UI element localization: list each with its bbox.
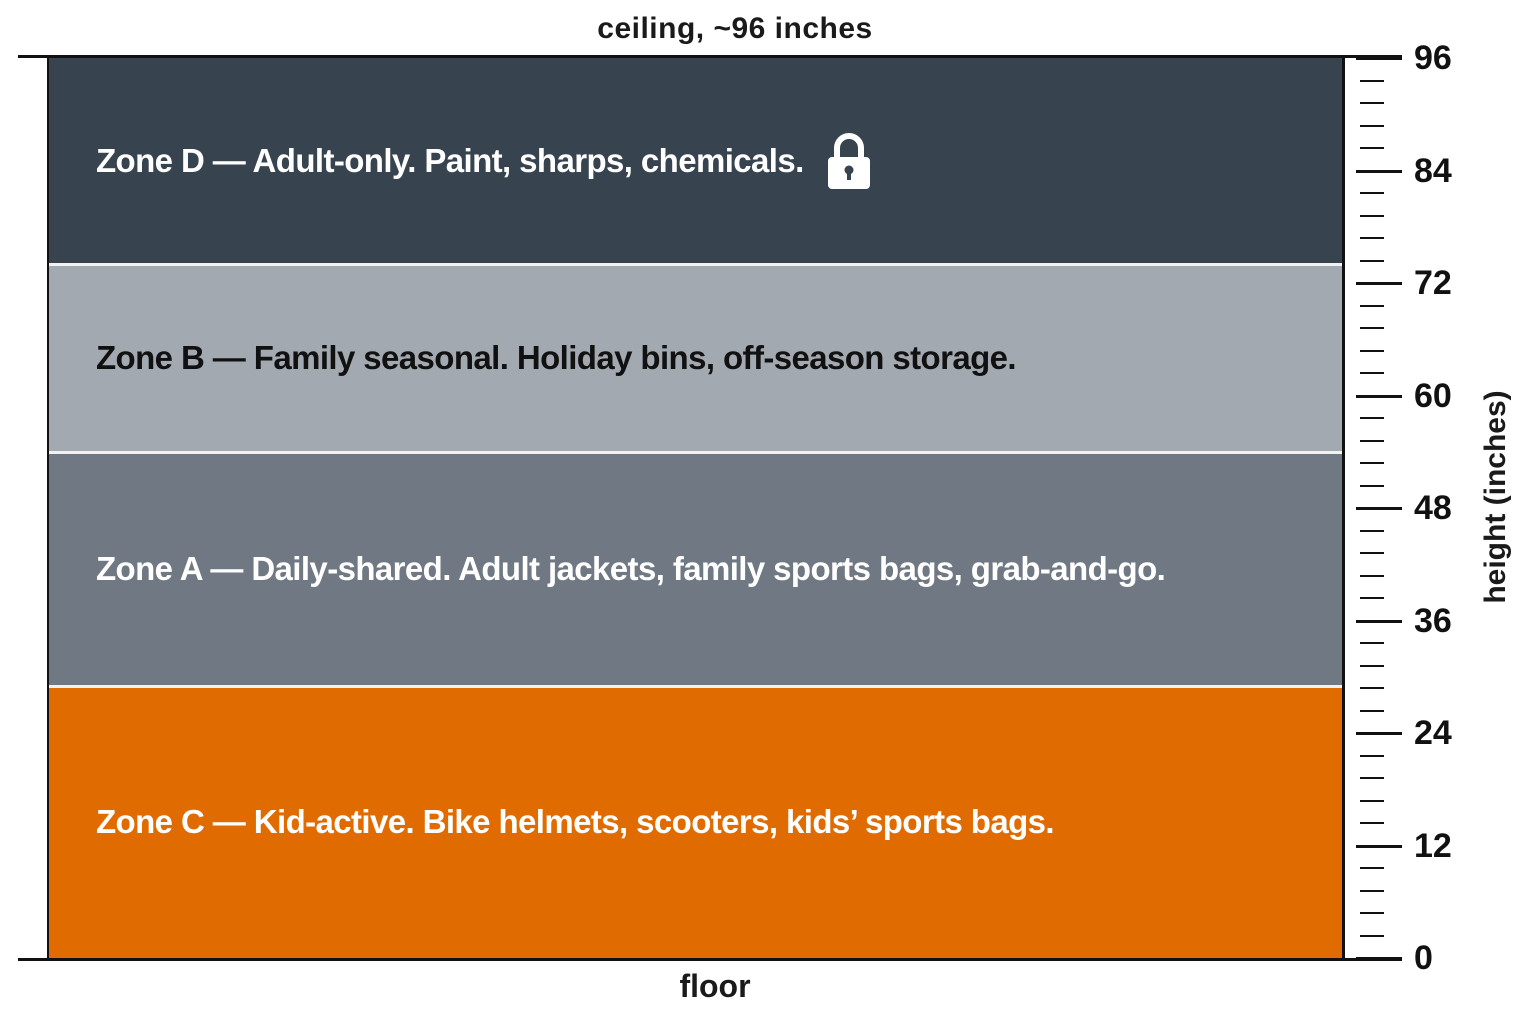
zone-divider	[49, 685, 1342, 689]
major-tick	[1356, 844, 1402, 848]
wall-left-edge	[47, 55, 50, 961]
minor-tick	[1360, 552, 1384, 554]
zone-a-label: Zone A — Daily-shared. Adult jackets, fa…	[96, 549, 1166, 588]
tick-label: 84	[1414, 151, 1452, 190]
tick-label: 96	[1414, 39, 1452, 77]
zone-c-label: Zone C — Kid-active. Bike helmets, scoot…	[96, 803, 1055, 841]
major-tick	[1356, 169, 1402, 173]
minor-tick	[1360, 642, 1384, 644]
minor-tick	[1360, 934, 1384, 937]
zone-b-label: Zone B — Family seasonal. Holiday bins, …	[96, 339, 1017, 377]
minor-tick	[1360, 912, 1384, 914]
minor-tick	[1360, 777, 1384, 779]
tick-label: 48	[1414, 489, 1452, 527]
ceiling-line	[18, 55, 1402, 58]
minor-tick	[1360, 889, 1384, 892]
minor-tick	[1360, 124, 1384, 127]
zone-b-label-text: Zone B — Family seasonal. Holiday bins, …	[96, 339, 1017, 376]
minor-tick	[1360, 687, 1384, 689]
minor-tick	[1360, 822, 1384, 824]
minor-tick	[1360, 192, 1384, 194]
minor-tick	[1360, 304, 1384, 307]
major-tick	[1356, 507, 1402, 510]
minor-tick	[1360, 372, 1384, 374]
minor-tick	[1360, 664, 1384, 667]
minor-tick	[1360, 867, 1384, 869]
floor-line	[18, 958, 1402, 961]
minor-tick	[1360, 79, 1384, 82]
lock-icon	[826, 130, 872, 192]
minor-tick	[1360, 484, 1384, 487]
tick-label: 24	[1414, 714, 1452, 752]
minor-tick	[1360, 102, 1384, 104]
tick-label: 72	[1414, 264, 1452, 302]
zone-c-label-text: Zone C — Kid-active. Bike helmets, scoot…	[96, 803, 1055, 841]
minor-tick	[1360, 597, 1384, 599]
minor-tick	[1360, 259, 1384, 262]
major-tick	[1356, 619, 1402, 623]
zone-a-band: Zone A — Daily-shared. Adult jackets, fa…	[49, 451, 1342, 687]
minor-tick	[1360, 327, 1384, 329]
minor-tick	[1360, 799, 1384, 802]
minor-tick	[1360, 709, 1384, 712]
minor-tick	[1360, 214, 1384, 217]
zone-d-band: Zone D — Adult-only. Paint, sharps, chem…	[49, 58, 1342, 265]
minor-tick	[1360, 237, 1384, 239]
major-tick	[1356, 732, 1402, 735]
tick-label: 36	[1414, 601, 1452, 640]
minor-tick	[1360, 462, 1384, 464]
minor-tick	[1360, 754, 1384, 757]
zone-divider	[49, 263, 1342, 267]
minor-tick	[1360, 417, 1384, 419]
zone-b-band: Zone B — Family seasonal. Holiday bins, …	[49, 264, 1342, 452]
zone-c-band: Zone C — Kid-active. Bike helmets, scoot…	[49, 686, 1342, 958]
major-tick	[1356, 957, 1402, 960]
wall-right-edge	[1342, 55, 1345, 961]
minor-tick	[1360, 147, 1384, 149]
zone-d-label: Zone D — Adult-only. Paint, sharps, chem…	[96, 130, 872, 192]
tick-label: 0	[1414, 939, 1433, 977]
minor-tick	[1360, 574, 1384, 577]
floor-label: floor	[679, 968, 751, 1004]
tick-label: 60	[1414, 376, 1452, 415]
ceiling-label: ceiling, ~96 inches	[597, 12, 873, 45]
minor-tick	[1360, 529, 1384, 532]
major-tick	[1356, 282, 1402, 285]
zone-a-label-text: Zone A — Daily-shared. Adult jackets, fa…	[96, 549, 1166, 587]
tick-label: 12	[1414, 826, 1452, 865]
major-tick	[1356, 57, 1402, 60]
minor-tick	[1360, 439, 1384, 442]
zone-divider	[49, 450, 1342, 454]
zone-d-label-text: Zone D — Adult-only. Paint, sharps, chem…	[96, 142, 804, 180]
minor-tick	[1360, 349, 1384, 352]
major-tick	[1356, 394, 1402, 398]
